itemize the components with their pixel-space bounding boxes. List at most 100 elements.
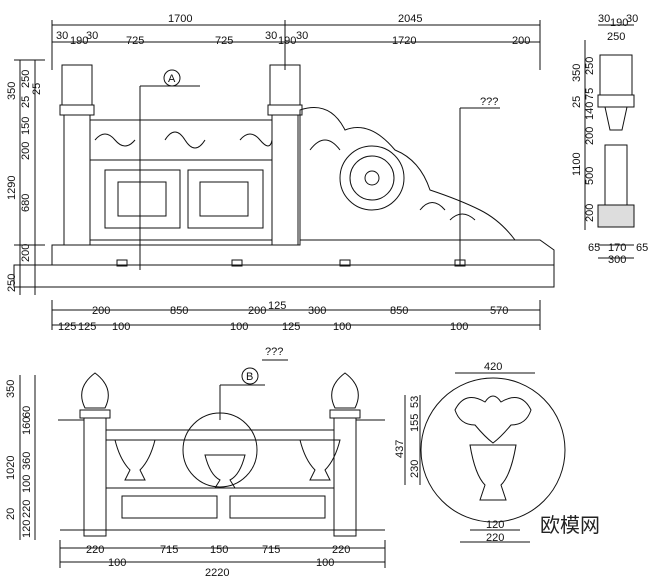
dim-left: 200 xyxy=(20,244,32,262)
detail-bottom-dim: 120 xyxy=(486,519,504,531)
dim-1700: 1700 xyxy=(168,13,192,25)
dim-left: 200 xyxy=(20,142,32,160)
bottom-elevation-title: ??? xyxy=(265,346,283,358)
dim-bottom-r1: 200 xyxy=(248,305,266,317)
vase-finial-right xyxy=(331,372,359,409)
detail-left-dim: 230 xyxy=(409,460,421,478)
dim-bottom-r2: 100 xyxy=(230,321,248,333)
section-right-dim: 1100 xyxy=(571,152,583,176)
dim-top-r2: 190 xyxy=(70,35,88,47)
section-bottom-dim: 170 xyxy=(608,242,626,254)
left-post xyxy=(63,114,91,246)
bottom-dim-r2: 100 xyxy=(316,557,334,569)
dim-bottom-r2: 125 xyxy=(282,321,300,333)
dim-top-r2: 30 xyxy=(296,30,308,42)
rail-ornament-left xyxy=(94,133,136,147)
rail-panel-right xyxy=(187,169,264,229)
section-top-dim: 190 xyxy=(610,17,628,29)
detail-b-lotus xyxy=(454,395,532,444)
dim-bottom-r2: 125 xyxy=(78,321,96,333)
dim-top-r2: 1720 xyxy=(392,35,416,47)
bottom-dim-r2: 100 xyxy=(108,557,126,569)
dim-bottom-r2: 570 xyxy=(490,305,508,317)
section-top-dim: 30 xyxy=(626,13,638,25)
dim-left: 25 xyxy=(31,83,43,95)
bottom-left-dim: 60 xyxy=(21,406,33,418)
rail-ornament-right xyxy=(239,133,273,147)
cloud-end-panel xyxy=(299,107,517,241)
dim-top-r2: 725 xyxy=(215,35,233,47)
bottom-left-dim: 100 xyxy=(21,475,33,493)
detail-left-dim: 155 xyxy=(409,414,421,432)
bottom-dim-r1: 150 xyxy=(210,544,228,556)
detail-b-circle xyxy=(420,377,566,523)
dim-left: 150 xyxy=(20,117,32,135)
dim-left: 250 xyxy=(20,70,32,88)
rail-panel-left xyxy=(104,169,181,229)
detail-left-dim: 437 xyxy=(394,440,406,458)
dim-left: 250 xyxy=(6,274,18,292)
left-post-cap xyxy=(61,64,93,106)
bottom-dim-r1: 715 xyxy=(262,544,280,556)
section-bottom-dim: 300 xyxy=(608,254,626,266)
dim-left: 25 xyxy=(20,96,32,108)
dim-left: 350 xyxy=(6,82,18,100)
dim-left: 1290 xyxy=(6,176,18,200)
section-bottom-dim: 65 xyxy=(636,242,648,254)
section-post-footing xyxy=(597,204,635,228)
bottom-right-post xyxy=(333,417,357,537)
section-post-neck xyxy=(604,106,628,131)
right-post-cap xyxy=(269,64,301,106)
bottom-dim-r1: 220 xyxy=(332,544,350,556)
dim-top-r2: 30 xyxy=(86,30,98,42)
dim-top-r2: 725 xyxy=(126,35,144,47)
right-post xyxy=(271,114,299,246)
dim-bottom-r1: 125 xyxy=(268,300,286,312)
detail-left-dim: 53 xyxy=(409,396,421,408)
section-right-dim: 25 xyxy=(571,96,583,108)
section-right-dim: 200 xyxy=(584,127,596,145)
watermark-text: 欧模网 xyxy=(540,513,600,537)
bottom-panel-left xyxy=(121,495,218,519)
bottom-left-dim: 350 xyxy=(5,380,17,398)
bottom-left-post xyxy=(83,417,107,537)
bottom-left-dim: 20 xyxy=(5,508,17,520)
section-bottom-dim: 65 xyxy=(588,242,600,254)
rail-ornament-center xyxy=(164,131,206,149)
dim-left: 680 xyxy=(20,194,32,212)
bottom-left-dim: 120 xyxy=(21,520,33,538)
bottom-dim-r2: 2220 xyxy=(205,567,229,579)
section-right-dim: 140 xyxy=(584,102,596,120)
flower-medallion xyxy=(339,145,405,211)
bottom-left-dim: 360 xyxy=(21,452,33,470)
right-post-neck xyxy=(267,104,303,116)
vase-finial-left xyxy=(81,372,109,409)
bottom-dim-r1: 220 xyxy=(86,544,104,556)
vase-ornament-right xyxy=(299,439,341,481)
section-top-dim: 30 xyxy=(598,13,610,25)
section-top-dim: 250 xyxy=(607,31,625,43)
dim-top-r2: 190 xyxy=(278,35,296,47)
left-post-neck xyxy=(59,104,95,116)
bottom-left-dim: 160 xyxy=(21,417,33,435)
callout-b-label: B xyxy=(246,371,253,383)
detail-top-dim: 420 xyxy=(484,361,502,373)
section-right-dim: 75 xyxy=(584,88,596,100)
section-post-cap xyxy=(599,54,633,96)
dim-bottom-r2: 100 xyxy=(450,321,468,333)
base-slab xyxy=(13,264,555,288)
bottom-dim-r1: 715 xyxy=(160,544,178,556)
dim-bottom-r2: 125 xyxy=(58,321,76,333)
dim-bottom-r1: 300 xyxy=(308,305,326,317)
unknown-label: ??? xyxy=(480,96,498,108)
bottom-left-dim: 1020 xyxy=(5,456,17,480)
dim-bottom-r1: 850 xyxy=(170,305,188,317)
dim-top-r2: 200 xyxy=(512,35,530,47)
dim-2045: 2045 xyxy=(398,13,422,25)
detail-b-vase xyxy=(469,444,517,501)
detail-b-marker-circle xyxy=(182,412,258,488)
callout-a-label: A xyxy=(168,73,176,85)
callout-b-circle xyxy=(241,367,259,385)
dim-bottom-r1: 200 xyxy=(92,305,110,317)
